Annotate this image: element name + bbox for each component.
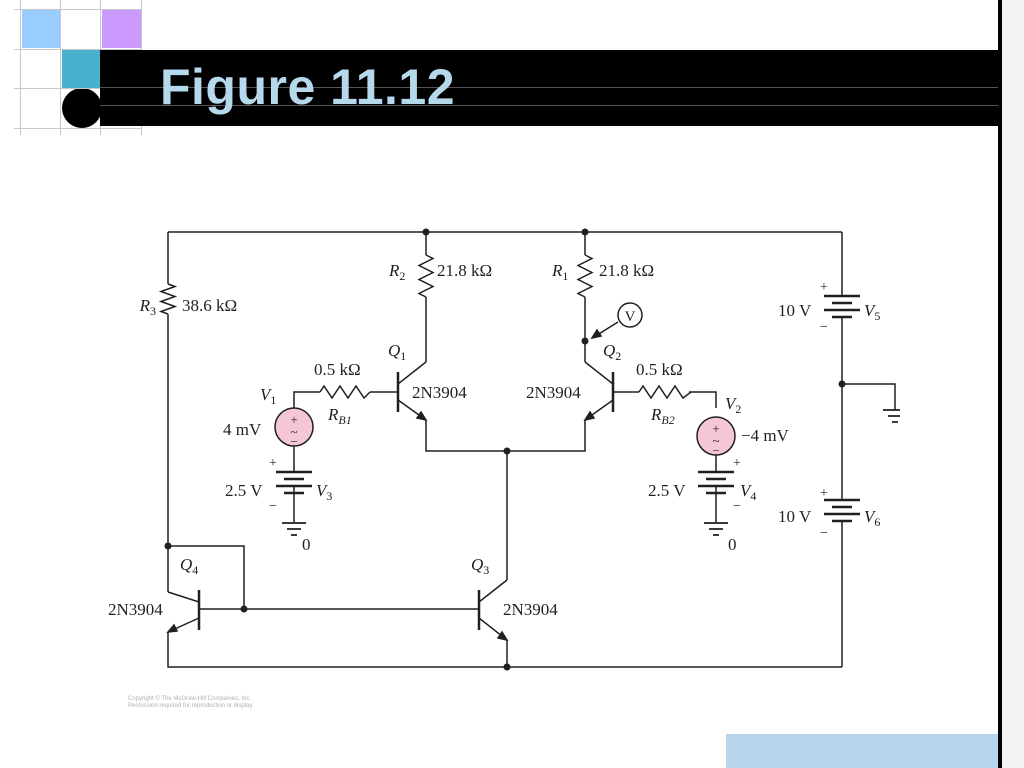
deco-grid-line — [14, 128, 142, 129]
footer-accent-box — [726, 734, 998, 768]
voltage-probe-arrow — [590, 328, 603, 340]
probe-label: V — [625, 309, 636, 325]
v5-value: 10 V — [778, 301, 812, 320]
deco-grid-line — [20, 0, 21, 135]
q1-label: Q1 — [388, 341, 406, 363]
ground-symbol — [282, 522, 306, 536]
junction-dots — [164, 228, 846, 671]
v3-plus-sign: + — [269, 456, 277, 471]
v1-plus-sign: + — [290, 412, 297, 427]
right-edge-bar — [998, 0, 1002, 768]
v3-label: V3 — [316, 481, 332, 503]
ground-symbol — [704, 522, 728, 536]
resistor-r3-symbol — [158, 283, 178, 315]
r1-label: R1 — [551, 261, 568, 283]
deco-square-teal — [62, 50, 100, 88]
r1-value: 21.8 kΩ — [599, 261, 654, 280]
v6-plus-sign: + — [820, 486, 828, 501]
v6-label: V6 — [864, 507, 880, 529]
q2-model: 2N3904 — [526, 383, 581, 402]
v3-value: 2.5 V — [225, 481, 263, 500]
v2-minus-sign: − — [712, 443, 719, 458]
deco-grid-line — [14, 49, 142, 50]
v4-label: V4 — [740, 481, 756, 503]
ground-label: 0 — [302, 535, 311, 554]
battery-v6-symbol — [824, 498, 860, 526]
q1-model: 2N3904 — [412, 383, 467, 402]
deco-circle — [62, 88, 102, 128]
transistor-q2-symbol — [583, 361, 615, 422]
v5-plus-sign: + — [820, 280, 828, 295]
ground-label: 0 — [728, 535, 737, 554]
v3-minus-sign: − — [269, 499, 277, 514]
v1-tilde: ~ — [290, 424, 297, 439]
source-v2-symbol — [696, 416, 736, 456]
transistor-q1-symbol — [396, 361, 428, 422]
resistor-r2-symbol — [417, 254, 435, 298]
right-edge-shade — [1002, 0, 1024, 768]
deco-grid-line — [14, 9, 142, 10]
battery-v4-symbol — [698, 470, 734, 500]
rb2-value: 0.5 kΩ — [636, 360, 683, 379]
q3-label: Q3 — [471, 555, 489, 577]
voltage-probe-symbol — [617, 302, 643, 328]
deco-square-light-blue — [22, 10, 60, 48]
q2-label: Q2 — [603, 341, 621, 363]
q3-model: 2N3904 — [503, 600, 558, 619]
v2-tilde: ~ — [712, 433, 719, 448]
v2-value: −4 mV — [741, 426, 790, 445]
v1-value: 4 mV — [223, 420, 262, 439]
v5-label: V5 — [864, 301, 880, 323]
v5-minus-sign: − — [820, 320, 828, 335]
q4-label: Q4 — [180, 555, 198, 577]
deco-square-purple — [102, 10, 142, 48]
r3-label: R3 — [139, 296, 156, 318]
v2-plus-sign: + — [712, 421, 719, 436]
wires — [167, 231, 896, 668]
transistor-q3-symbol — [477, 579, 509, 642]
resistor-rb2-symbol — [638, 384, 692, 400]
circuit-diagram: R3 38.6 kΩ R2 21.8 kΩ R1 21.8 kΩ 0.5 kΩ … — [108, 228, 900, 671]
q4-model: 2N3904 — [108, 600, 163, 619]
resistor-r1-symbol — [576, 254, 594, 298]
v4-value: 2.5 V — [648, 481, 686, 500]
rb2-label: RB2 — [650, 405, 675, 427]
rb1-label: RB1 — [327, 405, 352, 427]
resistor-rb1-symbol — [319, 384, 371, 400]
ground-symbol — [883, 409, 900, 423]
v4-plus-sign: + — [733, 456, 741, 471]
slide-title: Figure 11.12 — [160, 59, 456, 115]
battery-v3-symbol — [276, 470, 312, 500]
copyright-line-1: Copyright © The McGraw-Hill Companies, I… — [128, 696, 252, 702]
title-bar — [100, 50, 998, 126]
deco-grid-line — [60, 0, 61, 135]
rb1-value: 0.5 kΩ — [314, 360, 361, 379]
r2-value: 21.8 kΩ — [437, 261, 492, 280]
v6-minus-sign: − — [820, 526, 828, 541]
v1-label: V1 — [260, 385, 276, 407]
battery-v5-symbol — [824, 294, 860, 322]
copyright-line-2: Permission required for reproduction or … — [128, 703, 254, 709]
r3-value: 38.6 kΩ — [182, 296, 237, 315]
v6-value: 10 V — [778, 507, 812, 526]
transistor-q4-symbol — [166, 590, 201, 633]
deco-grid-line — [14, 88, 142, 89]
v4-minus-sign: − — [733, 499, 741, 514]
v2-label: V2 — [725, 394, 741, 416]
r2-label: R2 — [388, 261, 405, 283]
v1-minus-sign: − — [290, 434, 297, 449]
source-v1-symbol — [274, 407, 314, 447]
